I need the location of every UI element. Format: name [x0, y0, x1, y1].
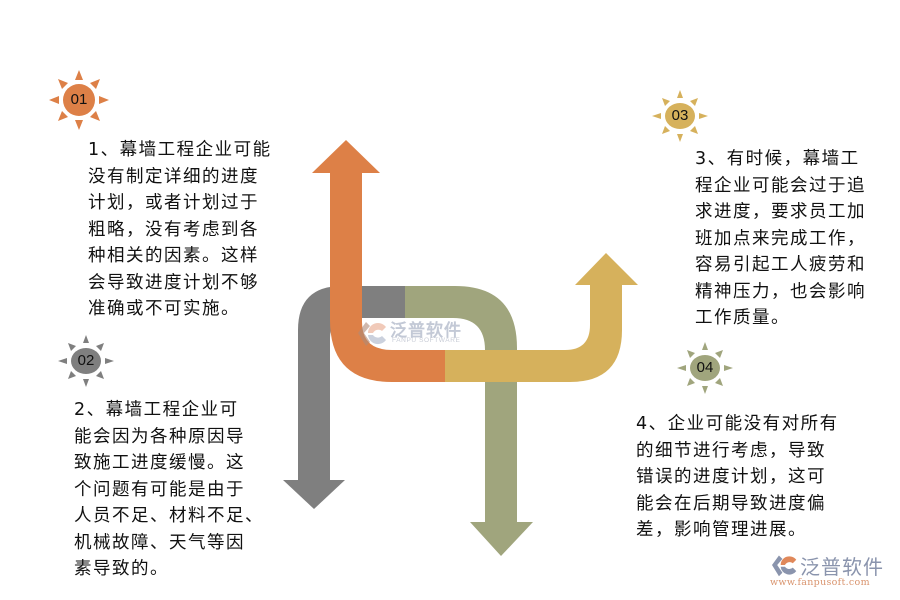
- badge-04: 04: [673, 336, 737, 400]
- badge-03: 03: [648, 84, 712, 148]
- footer-logo-title: 泛普软件: [800, 555, 884, 579]
- item-4-text: 4、企业可能没有对所有 的细节进行考虑，导致 错误的进度计划，这可 能会在后期导…: [636, 414, 839, 540]
- sun-badge-icon: [652, 90, 708, 142]
- badge-number: 02: [77, 352, 95, 369]
- badge-number: 03: [671, 107, 689, 124]
- badge-01: 01: [47, 68, 111, 132]
- sun-badge-icon: [49, 70, 109, 130]
- badge-number: 01: [70, 91, 88, 108]
- grey-down-arrow: [283, 286, 405, 509]
- footer-logo-url: www.fanpusoft.com: [770, 577, 870, 588]
- footer-logo: 泛普软件 www.fanpusoft.com: [768, 551, 896, 597]
- orange-up-arrow: [312, 140, 445, 382]
- item-2-text: 2、幕墙工程企业可 能会因为各种原因导 致施工进度缓慢。这 个问题有可能是由于 …: [74, 400, 264, 579]
- fanpu-logo-icon: [358, 322, 386, 346]
- badge-02: 02: [54, 329, 118, 393]
- olive-down-arrow: [405, 286, 533, 556]
- item-1-text: 1、幕墙工程企业可能 没有制定详细的进度 计划，或者计划过于 粗略，没有考虑到各…: [88, 140, 272, 319]
- sun-badge-icon: [58, 335, 114, 387]
- badge-number: 04: [696, 359, 714, 376]
- watermark-title: 泛普软件: [390, 321, 462, 341]
- watermark-subtitle: FANPU SOFTWARE: [392, 337, 461, 344]
- fanpu-logo-icon: [772, 555, 797, 577]
- center-watermark: 泛普软件 FANPU SOFTWARE: [356, 316, 486, 350]
- sun-badge-icon: [677, 342, 733, 394]
- item-3-text: 3、有时候，幕墙工 程企业可能会过于追 求进度，要求员工加 班加点来完成工作， …: [695, 149, 866, 328]
- gold-up-arrow: [445, 253, 638, 382]
